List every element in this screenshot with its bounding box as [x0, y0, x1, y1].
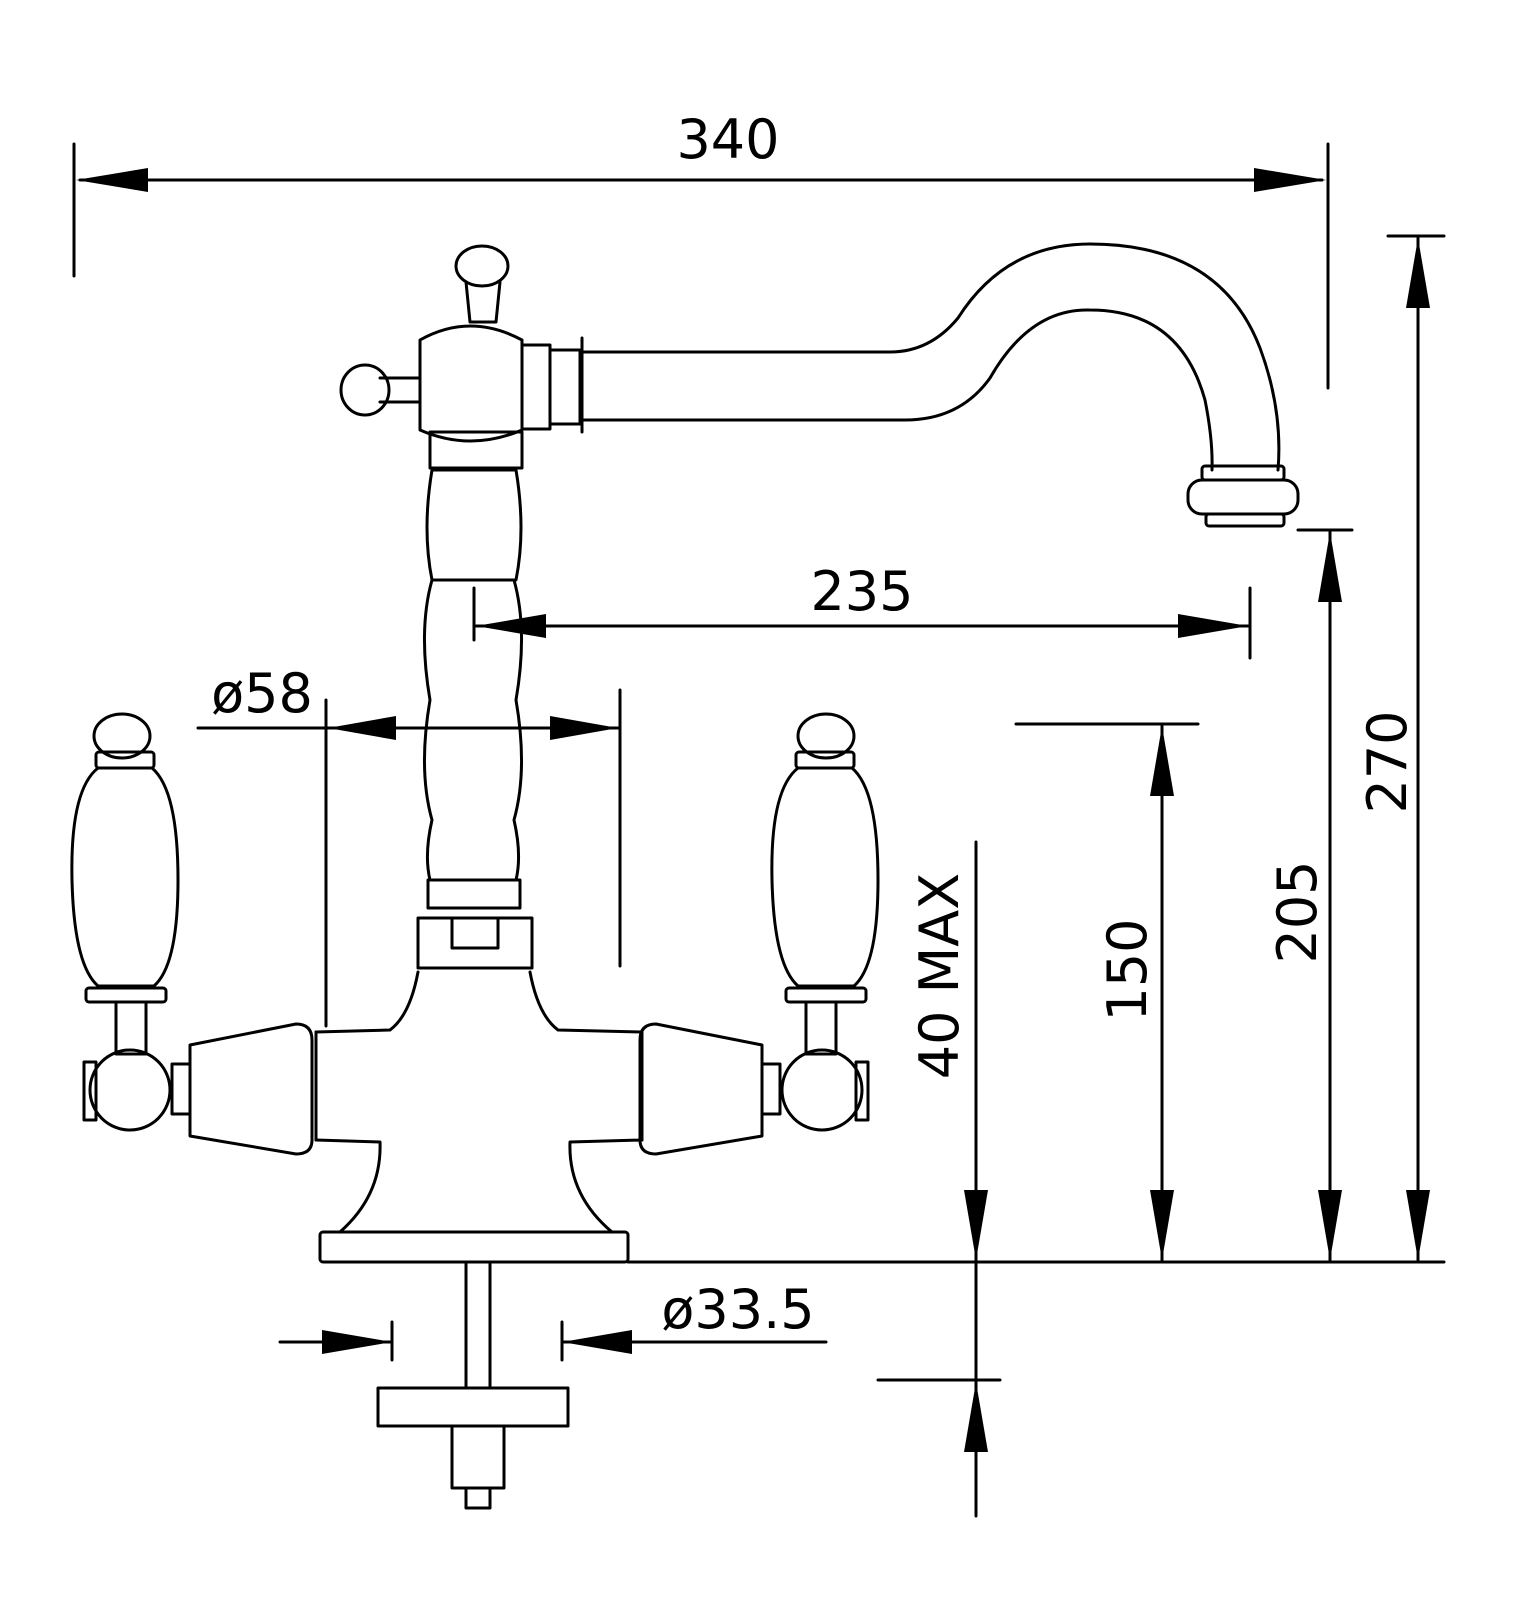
dim-label-deck-thickness: 40 MAX	[908, 873, 971, 1079]
dimension-lines	[72, 142, 1446, 1518]
dim-label-spout-height: 150	[1096, 918, 1159, 1021]
dim-label-overall-width: 340	[676, 108, 779, 171]
dim-label-body-diameter: ø58	[211, 662, 313, 725]
dim-label-hole-diameter: ø33.5	[661, 1278, 814, 1341]
dim-label-handle-height: 205	[1266, 860, 1329, 963]
dim-label-spout-reach: 235	[810, 560, 913, 623]
dim-label-overall-height: 270	[1356, 710, 1419, 813]
dimension-labels: 340 235 ø58 ø33.5 40 MAX 150 205 270	[211, 108, 1419, 1341]
faucet-outline	[70, 242, 1300, 1510]
